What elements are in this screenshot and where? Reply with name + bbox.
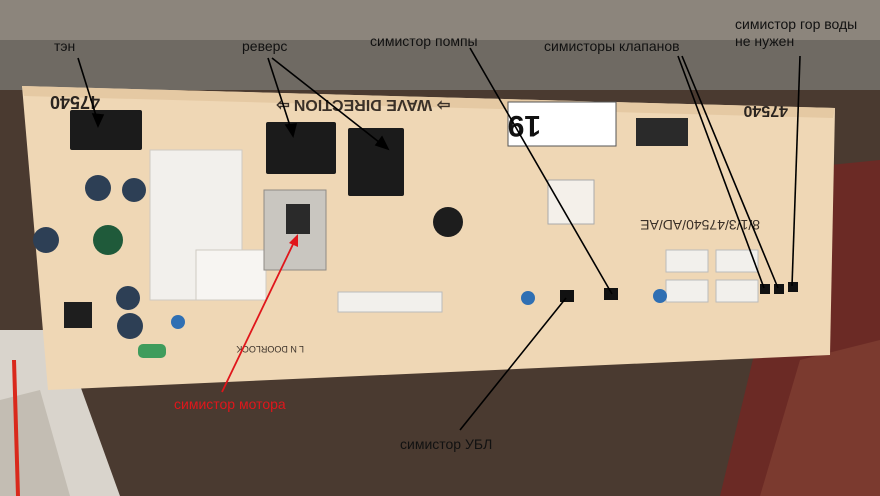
pump-triac xyxy=(604,288,618,300)
label-valve-triacs: симисторы клапанов xyxy=(544,38,680,54)
capacitor-1 xyxy=(85,175,111,201)
connector-right-1 xyxy=(665,249,709,273)
connector-right-4 xyxy=(715,279,759,303)
label-motor-triac: симистор мотора xyxy=(174,396,286,412)
line-hot-water xyxy=(791,55,801,287)
line-valve-1 xyxy=(677,55,765,289)
screwdriver xyxy=(12,359,20,496)
arrow-motor xyxy=(289,234,298,247)
part-code-right: 47540 xyxy=(743,102,788,119)
arrow-reverse-1 xyxy=(284,123,298,139)
pcb-edge xyxy=(22,86,835,118)
ten-relay xyxy=(70,110,142,150)
line-pump xyxy=(469,47,613,295)
potentiometer xyxy=(433,207,463,237)
sticker xyxy=(507,101,617,147)
valve-triac-1 xyxy=(760,284,770,294)
capacitor-2 xyxy=(122,178,146,202)
label-ubl-triac: симистор УБЛ xyxy=(400,436,493,452)
line-ten xyxy=(77,57,99,123)
pin-labels: L N DOORLOCK xyxy=(236,344,304,354)
arrow-ten xyxy=(91,113,105,129)
connector-right-2 xyxy=(715,249,759,273)
arrow-reverse-2 xyxy=(374,135,390,151)
chip xyxy=(64,302,92,328)
label-ten: тэн xyxy=(54,38,76,54)
reverse-relay-2 xyxy=(348,128,404,196)
bottom-connector xyxy=(337,291,443,313)
line-valve-2 xyxy=(681,55,779,289)
model-label: 8/1/3/47540/AD/AE xyxy=(640,217,760,233)
line-reverse-2 xyxy=(271,57,385,147)
line-reverse-1 xyxy=(267,57,293,133)
label-reverse: реверс xyxy=(242,38,288,54)
label-hot-water-triac: симистор гор воды xyxy=(735,16,858,32)
part-code-left: 47540 xyxy=(50,92,100,112)
label-pump-triac: симистор помпы xyxy=(370,33,478,49)
capacitor-6 xyxy=(117,313,143,339)
wall-top xyxy=(0,0,880,40)
capacitor-4 xyxy=(33,227,59,253)
sticker-number: 19 xyxy=(508,109,541,142)
blue-cap-3 xyxy=(171,315,185,329)
ubl-triac xyxy=(560,290,574,302)
carpet-pattern xyxy=(760,340,880,496)
blue-cap-1 xyxy=(521,291,535,305)
connector-right-3 xyxy=(665,279,709,303)
wave-direction-text: ⇨ WAVE DIRECTION ⇨ xyxy=(275,96,450,113)
label-hot-water-not-needed: не нужен xyxy=(735,33,795,49)
connector-pins xyxy=(195,249,267,301)
line-motor xyxy=(221,237,297,393)
motor-triac-body xyxy=(286,204,310,234)
annotation-lines xyxy=(77,47,801,431)
capacitor-5 xyxy=(116,286,140,310)
green-resistor xyxy=(138,344,166,358)
header-connector xyxy=(636,118,688,146)
hot-water-triac xyxy=(788,282,798,292)
valve-triac-2 xyxy=(774,284,784,294)
blue-cap-2 xyxy=(653,289,667,303)
line-ubl xyxy=(459,297,567,431)
reverse-relay-1 xyxy=(266,122,336,174)
capacitor-3 xyxy=(93,225,123,255)
handwritten-sticker xyxy=(547,179,595,225)
